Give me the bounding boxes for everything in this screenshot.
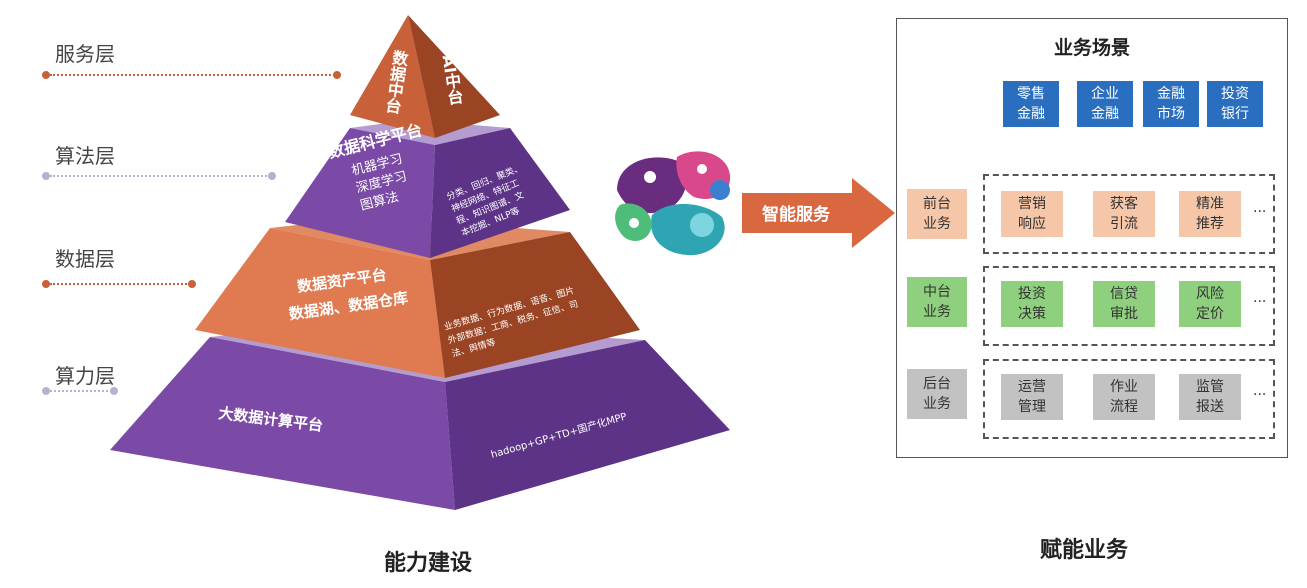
arrow-label: 智能服务: [762, 204, 831, 225]
algo-layer-front-face: [285, 128, 435, 258]
brain-purple-lobe: [617, 157, 687, 214]
algo-layer-side-face: [430, 128, 570, 258]
layer-label-algorithm: 算法层: [55, 144, 115, 168]
item-precise-recommendation: 精准 推荐: [1179, 191, 1241, 237]
layer-dot-service: [42, 71, 50, 79]
layer-dot-compute-end: [110, 387, 118, 395]
layer-label-compute: 算力层: [55, 364, 115, 388]
top-left-face: [350, 15, 435, 138]
intelligence-brain-graphic: [615, 151, 731, 256]
business-scenario-panel: 业务场景 零售 金融 企业 金融 金融 市场 投资 银行 前台 业务 营销 响应…: [896, 18, 1288, 458]
scene-financial-market: 金融 市场: [1143, 81, 1199, 127]
row-box-front-office: 营销 响应 获客 引流 精准 推荐 ...: [983, 174, 1275, 254]
data-layer-front-face: [195, 228, 445, 378]
item-risk-pricing: 风险 定价: [1179, 281, 1241, 327]
pyramid: 数据中台 AI中台 数据科学平台 机器学习 深度学习 图算法 分类、回归、聚类、…: [110, 15, 730, 510]
item-operations-management: 运营 管理: [1001, 374, 1063, 420]
layer-label-data: 数据层: [55, 247, 115, 271]
capability-caption: 能力建设: [384, 551, 473, 576]
empowerment-caption: 赋能业务: [1040, 538, 1129, 563]
scene-retail-finance: 零售 金融: [1003, 81, 1059, 127]
item-regulatory-reporting: 监管 报送: [1179, 374, 1241, 420]
layer-dot-compute: [42, 387, 50, 395]
layer-dot-service-end: [333, 71, 341, 79]
item-marketing-response: 营销 响应: [1001, 191, 1063, 237]
row-ellipsis-middle: ...: [1253, 290, 1267, 306]
brain-light-node: [690, 213, 714, 237]
row-label-back-office: 后台 业务: [907, 369, 967, 419]
layer-leader-data: [50, 283, 190, 285]
row-ellipsis-front: ...: [1253, 200, 1267, 216]
data-layer-side-face: [430, 232, 640, 378]
compute-layer-front-face: [110, 337, 455, 510]
brain-blue-bubble: [710, 180, 730, 200]
row-ellipsis-back: ...: [1253, 383, 1267, 399]
scene-investment-bank: 投资 银行: [1207, 81, 1263, 127]
arrow-shape: [742, 178, 895, 248]
row-box-back-office: 运营 管理 作业 流程 监管 报送 ...: [983, 359, 1275, 439]
row-label-front-office: 前台 业务: [907, 189, 967, 239]
item-investment-decision: 投资 决策: [1001, 281, 1063, 327]
layer-dot-data: [42, 280, 50, 288]
brain-white-dot-1: [644, 171, 656, 183]
business-panel-title: 业务场景: [1053, 37, 1130, 59]
brain-teal-lobe: [651, 203, 725, 256]
layer-leader-algorithm: [50, 175, 270, 177]
layer-leader-compute: [50, 390, 112, 392]
brain-white-dot-2: [697, 164, 707, 174]
compute-layer-side-face: [445, 340, 730, 510]
layer-leader-service: [50, 74, 335, 76]
brain-white-dot-3: [629, 218, 639, 228]
intelligent-service-arrow: 智能服务: [742, 178, 895, 248]
layer-dot-algorithm-end: [268, 172, 276, 180]
top-right-face: [408, 15, 500, 138]
layer-dot-algorithm: [42, 172, 50, 180]
item-credit-approval: 信贷 审批: [1093, 281, 1155, 327]
layer-label-service: 服务层: [55, 42, 115, 66]
scene-corporate-finance: 企业 金融: [1077, 81, 1133, 127]
layer-dot-data-end: [188, 280, 196, 288]
item-customer-acquisition: 获客 引流: [1093, 191, 1155, 237]
row-box-middle-office: 投资 决策 信贷 审批 风险 定价 ...: [983, 266, 1275, 346]
row-label-middle-office: 中台 业务: [907, 277, 967, 327]
item-workflow: 作业 流程: [1093, 374, 1155, 420]
